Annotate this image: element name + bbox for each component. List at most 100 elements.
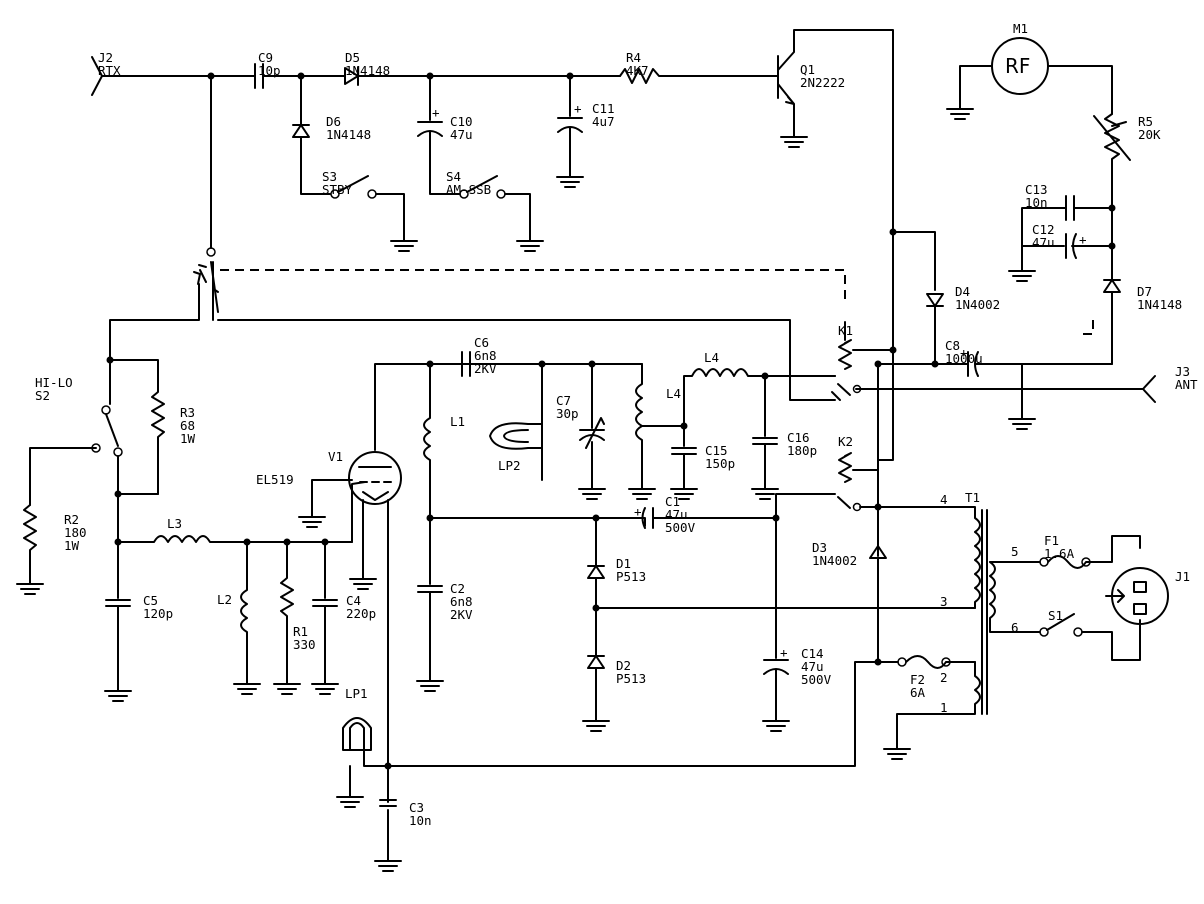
component-label: 4K7 bbox=[626, 63, 649, 78]
component-label: R3 bbox=[180, 405, 195, 420]
component-label: L3 bbox=[167, 516, 182, 531]
component-label: C15 bbox=[705, 443, 728, 458]
component-label: P513 bbox=[616, 569, 646, 584]
relay-control: + bbox=[220, 228, 1156, 767]
component-label: 10p bbox=[258, 63, 281, 78]
input-network bbox=[16, 75, 836, 702]
component-label: 10n bbox=[1025, 195, 1048, 210]
component-label: 3 bbox=[940, 594, 948, 609]
component-label: C14 bbox=[801, 646, 824, 661]
component-label: 47u bbox=[450, 127, 473, 142]
component-label: L1 bbox=[450, 414, 465, 429]
component-label: C5 bbox=[143, 593, 158, 608]
component-label: F2 bbox=[910, 672, 925, 687]
component-label: D5 bbox=[345, 50, 360, 65]
component-label: D4 bbox=[955, 284, 970, 299]
component-label: C16 bbox=[787, 430, 810, 445]
component-label: D6 bbox=[326, 114, 341, 129]
component-label: 30p bbox=[556, 406, 579, 421]
component-label: C13 bbox=[1025, 182, 1048, 197]
component-label: 500V bbox=[665, 520, 696, 535]
component-label: Q1 bbox=[800, 62, 815, 77]
component-label: 4u7 bbox=[592, 114, 615, 129]
svg-text:+: + bbox=[960, 345, 968, 360]
component-label: C12 bbox=[1032, 222, 1055, 237]
component-label: 6 bbox=[1011, 620, 1019, 635]
component-label: 6n8 bbox=[474, 348, 497, 363]
component-label: STBY bbox=[322, 182, 353, 197]
component-label: 1N4148 bbox=[1137, 297, 1182, 312]
component-label: 2 bbox=[940, 670, 948, 685]
component-label: 2KV bbox=[450, 607, 473, 622]
component-label: C8 bbox=[945, 338, 960, 353]
component-label: C1 bbox=[665, 494, 680, 509]
component-label: RTX bbox=[98, 63, 121, 78]
component-label: EL519 bbox=[256, 472, 294, 487]
component-label: 180p bbox=[787, 443, 817, 458]
component-label: 1N4148 bbox=[345, 63, 390, 78]
component-label: 1W bbox=[64, 538, 80, 553]
component-label: 1N4002 bbox=[955, 297, 1000, 312]
component-label: F1 bbox=[1044, 533, 1059, 548]
component-label: 6A bbox=[910, 685, 926, 700]
component-label: 10n bbox=[409, 813, 432, 828]
component-label: R2 bbox=[64, 512, 79, 527]
component-label: 5 bbox=[1011, 544, 1019, 559]
component-label: AM-SSB bbox=[446, 182, 491, 197]
component-label: 1.6A bbox=[1044, 546, 1075, 561]
component-label: D2 bbox=[616, 658, 631, 673]
component-label: R5 bbox=[1138, 114, 1153, 129]
component-label: 2KV bbox=[474, 361, 497, 376]
component-label: J2 bbox=[98, 50, 113, 65]
component-label: D7 bbox=[1137, 284, 1152, 299]
svg-text:+: + bbox=[432, 105, 440, 120]
tube-v1 bbox=[298, 363, 593, 872]
component-label: 120p bbox=[143, 606, 173, 621]
component-label: 220p bbox=[346, 606, 376, 621]
component-label: S4 bbox=[446, 169, 461, 184]
rf-meter-circuit: + bbox=[946, 37, 1131, 365]
component-label: T1 bbox=[965, 490, 980, 505]
component-label: 330 bbox=[293, 637, 316, 652]
component-label: V1 bbox=[328, 449, 343, 464]
svg-text:+: + bbox=[780, 645, 788, 660]
component-label: 1 bbox=[940, 700, 948, 715]
component-label: C4 bbox=[346, 593, 361, 608]
component-label: C2 bbox=[450, 581, 465, 596]
svg-text:+: + bbox=[634, 504, 642, 519]
component-label: D3 bbox=[812, 540, 827, 555]
component-label: D1 bbox=[616, 556, 631, 571]
component-label: L2 bbox=[217, 592, 232, 607]
component-label: 47u bbox=[1032, 235, 1055, 250]
component-label: C11 bbox=[592, 101, 615, 116]
component-label: 2N2222 bbox=[800, 75, 845, 90]
component-label: 1N4002 bbox=[812, 553, 857, 568]
component-label: 150p bbox=[705, 456, 735, 471]
component-label: ANT bbox=[1175, 377, 1198, 392]
component-labels: RF J2RTXC910pD51N4148D61N4148C1047uC114u… bbox=[35, 21, 1198, 828]
component-label: 20K bbox=[1138, 127, 1161, 142]
component-label: R1 bbox=[293, 624, 308, 639]
component-label: L4 bbox=[704, 350, 719, 365]
component-label: C7 bbox=[556, 393, 571, 408]
component-label: J1 bbox=[1175, 569, 1190, 584]
component-label: 1000u bbox=[945, 351, 983, 366]
component-label: S2 bbox=[35, 388, 50, 403]
component-label: M1 bbox=[1013, 21, 1028, 36]
transformer-t1 bbox=[877, 506, 1169, 760]
input-detector-wiring: + + bbox=[91, 29, 894, 461]
component-label: C6 bbox=[474, 335, 489, 350]
component-label: LP1 bbox=[345, 686, 368, 701]
component-label: 47u bbox=[665, 507, 688, 522]
component-label: 1N4148 bbox=[326, 127, 371, 142]
component-label: LP2 bbox=[498, 458, 521, 473]
component-label: C10 bbox=[450, 114, 473, 129]
component-label: C3 bbox=[409, 800, 424, 815]
component-label: R4 bbox=[626, 50, 641, 65]
component-label: S1 bbox=[1048, 608, 1063, 623]
output-network: + + bbox=[416, 351, 976, 732]
component-label: K1 bbox=[838, 323, 853, 338]
component-label: 6n8 bbox=[450, 594, 473, 609]
